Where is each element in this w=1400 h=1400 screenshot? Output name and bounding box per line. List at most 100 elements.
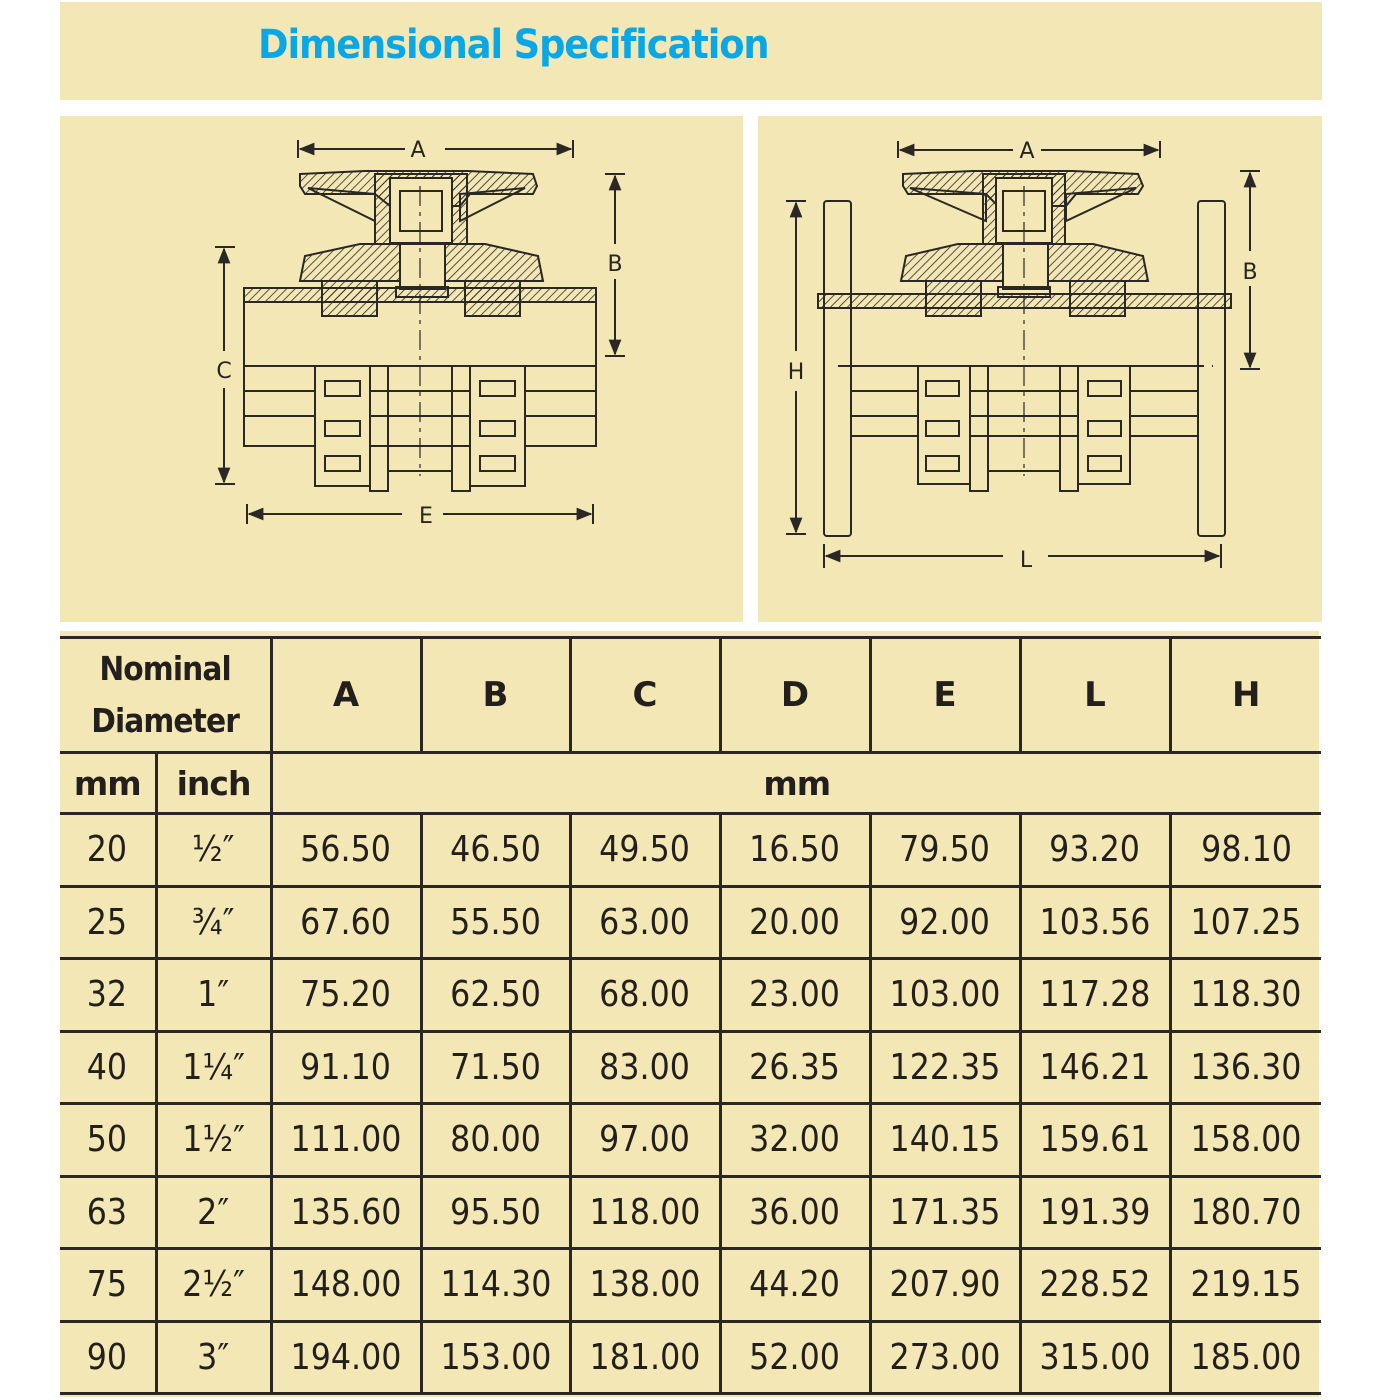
cell-b-text: 114.30: [440, 1264, 551, 1306]
cell-h-text: 118.30: [1190, 974, 1302, 1016]
cell-d-text: 32.00: [749, 1119, 841, 1161]
cell-a: 148.00: [269, 1247, 423, 1323]
cell-h: 219.15: [1168, 1247, 1322, 1323]
cell-inch-text: 1″: [197, 974, 230, 1016]
cell-a-text: 111.00: [290, 1119, 402, 1161]
cell-inch: 2″: [154, 1174, 273, 1250]
cell-d: 16.50: [718, 812, 872, 888]
label-e: E: [419, 504, 433, 529]
cell-h: 107.25: [1168, 884, 1322, 960]
cell-mm: 20: [60, 812, 158, 888]
cell-d: 26.35: [718, 1029, 872, 1105]
cell-b: 95.50: [419, 1174, 572, 1250]
cell-inch: 2½″: [154, 1247, 273, 1323]
cell-inch: 1½″: [154, 1102, 273, 1178]
cell-a: 135.60: [269, 1174, 423, 1250]
cell-c-text: 63.00: [599, 901, 691, 943]
cell-c-text: 138.00: [589, 1264, 701, 1306]
label-h: H: [788, 360, 805, 385]
cell-e: 92.00: [868, 884, 1022, 960]
cell-a-text: 135.60: [290, 1191, 402, 1233]
cell-d: 36.00: [718, 1174, 872, 1250]
cell-d-text: 52.00: [749, 1336, 841, 1378]
cell-d-text: 20.00: [749, 901, 841, 943]
cell-inch-text: 2″: [197, 1191, 230, 1233]
cell-d-text: 36.00: [749, 1191, 841, 1233]
cell-d-text: 44.20: [749, 1264, 841, 1306]
header-col-b: B: [419, 636, 572, 754]
header-col-d: D: [718, 636, 872, 754]
cell-inch: 1″: [154, 957, 273, 1033]
cell-h-text: 180.70: [1190, 1191, 1302, 1233]
header-col-c: C: [568, 636, 722, 754]
cell-e: 171.35: [868, 1174, 1022, 1250]
cell-c-text: 49.50: [599, 829, 691, 871]
label-a: A: [1019, 139, 1034, 164]
valve-flanged-drawing: A B H L: [786, 139, 1260, 573]
cell-d: 52.00: [718, 1319, 872, 1395]
cell-b: 80.00: [419, 1102, 572, 1178]
cell-inch: 1¼″: [154, 1029, 273, 1105]
cell-mm: 63: [60, 1174, 158, 1250]
cell-l-text: 191.39: [1039, 1191, 1151, 1233]
cell-b: 46.50: [419, 812, 572, 888]
cell-c-text: 181.00: [589, 1336, 701, 1378]
cell-a: 91.10: [269, 1029, 423, 1105]
cell-a: 67.60: [269, 884, 423, 960]
cell-h: 98.10: [1168, 812, 1322, 888]
cell-b-text: 46.50: [450, 829, 541, 871]
valve-socket-drawing: A B C E: [215, 138, 625, 529]
cell-l: 228.52: [1018, 1247, 1172, 1323]
header-nominal-line1: Nominal: [99, 649, 231, 688]
cell-b-text: 153.00: [440, 1336, 551, 1378]
cell-h-text: 219.15: [1190, 1264, 1302, 1306]
cell-a-text: 75.20: [300, 974, 392, 1016]
cell-inch-text: 1½″: [182, 1119, 245, 1161]
cell-b: 71.50: [419, 1029, 572, 1105]
page-title: Dimensional Specification: [258, 22, 770, 68]
cell-d: 32.00: [718, 1102, 872, 1178]
label-a: A: [410, 138, 425, 163]
header-mm: mm: [60, 751, 158, 815]
cell-l-text: 103.56: [1039, 901, 1151, 943]
unit-row: mm inch mm: [60, 751, 1322, 815]
cell-mm: 50: [60, 1102, 158, 1178]
cell-mm: 25: [60, 884, 158, 960]
cell-h-text: 158.00: [1190, 1119, 1302, 1161]
valve-diagram-flanged: A B H L: [758, 116, 1322, 622]
cell-e-text: 122.35: [889, 1046, 1001, 1088]
cell-c-text: 118.00: [589, 1191, 701, 1233]
cell-h: 158.00: [1168, 1102, 1322, 1178]
cell-mm-text: 63: [87, 1191, 128, 1233]
cell-e-text: 92.00: [899, 901, 991, 943]
cell-inch-text: ½″: [192, 829, 235, 871]
header-col-h: H: [1168, 636, 1322, 754]
cell-l: 103.56: [1018, 884, 1172, 960]
cell-l: 117.28: [1018, 957, 1172, 1033]
cell-mm-text: 50: [87, 1119, 128, 1161]
cell-h: 118.30: [1168, 957, 1322, 1033]
cell-e-text: 273.00: [889, 1336, 1001, 1378]
cell-h-text: 136.30: [1190, 1046, 1302, 1088]
cell-inch: ¾″: [154, 884, 273, 960]
cell-a: 111.00: [269, 1102, 423, 1178]
label-c: C: [216, 359, 231, 384]
cell-c: 118.00: [568, 1174, 722, 1250]
cell-e: 79.50: [868, 812, 1022, 888]
cell-c-text: 97.00: [599, 1119, 691, 1161]
cell-l-text: 146.21: [1039, 1046, 1151, 1088]
cell-mm-text: 75: [87, 1264, 128, 1306]
cell-inch: 3″: [154, 1319, 273, 1395]
table-row: 63 2″ 135.60 95.50 118.00 36.00 171.35 191.39 18…: [60, 1174, 1322, 1250]
valve-diagram-socket: A B C E: [60, 116, 743, 622]
cell-mm-text: 90: [87, 1336, 128, 1378]
header-col-a: A: [269, 636, 423, 754]
label-b: B: [607, 252, 622, 277]
cell-c-text: 68.00: [599, 974, 691, 1016]
